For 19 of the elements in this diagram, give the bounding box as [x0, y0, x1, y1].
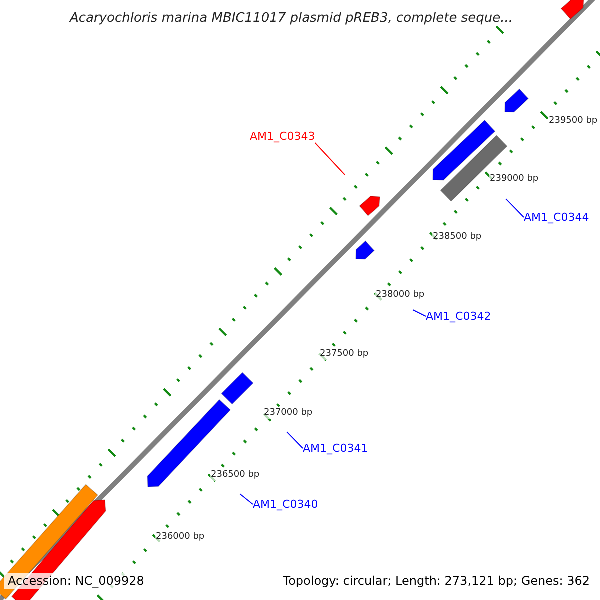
- scale-label: 239000 bp: [489, 174, 540, 185]
- scale-label: 238500 bp: [432, 232, 483, 243]
- gene-label: AM1_C0342: [426, 310, 492, 323]
- scale-label: 237500 bp: [319, 349, 370, 360]
- gene-label: AM1_C0344: [524, 211, 590, 224]
- leader-line: [314, 142, 346, 176]
- leader-line: [240, 494, 254, 505]
- scale-label: 238000 bp: [375, 290, 426, 301]
- map-title: Acaryochloris marina MBIC11017 plasmid pREB3, complete seque...: [70, 10, 513, 28]
- leader-line: [412, 310, 426, 317]
- scale-label: 236000 bp: [155, 532, 206, 543]
- scale-label: 239500 bp: [548, 116, 599, 127]
- gene-label: AM1_C0343: [250, 130, 316, 143]
- leader-line: [506, 198, 524, 218]
- gene-label: AM1_C0341: [303, 442, 368, 455]
- scale-label: 236500 bp: [210, 470, 261, 481]
- leader-line: [286, 432, 304, 449]
- gene-label: AM1_C0340: [253, 498, 318, 511]
- scale-label: 237000 bp: [263, 408, 314, 419]
